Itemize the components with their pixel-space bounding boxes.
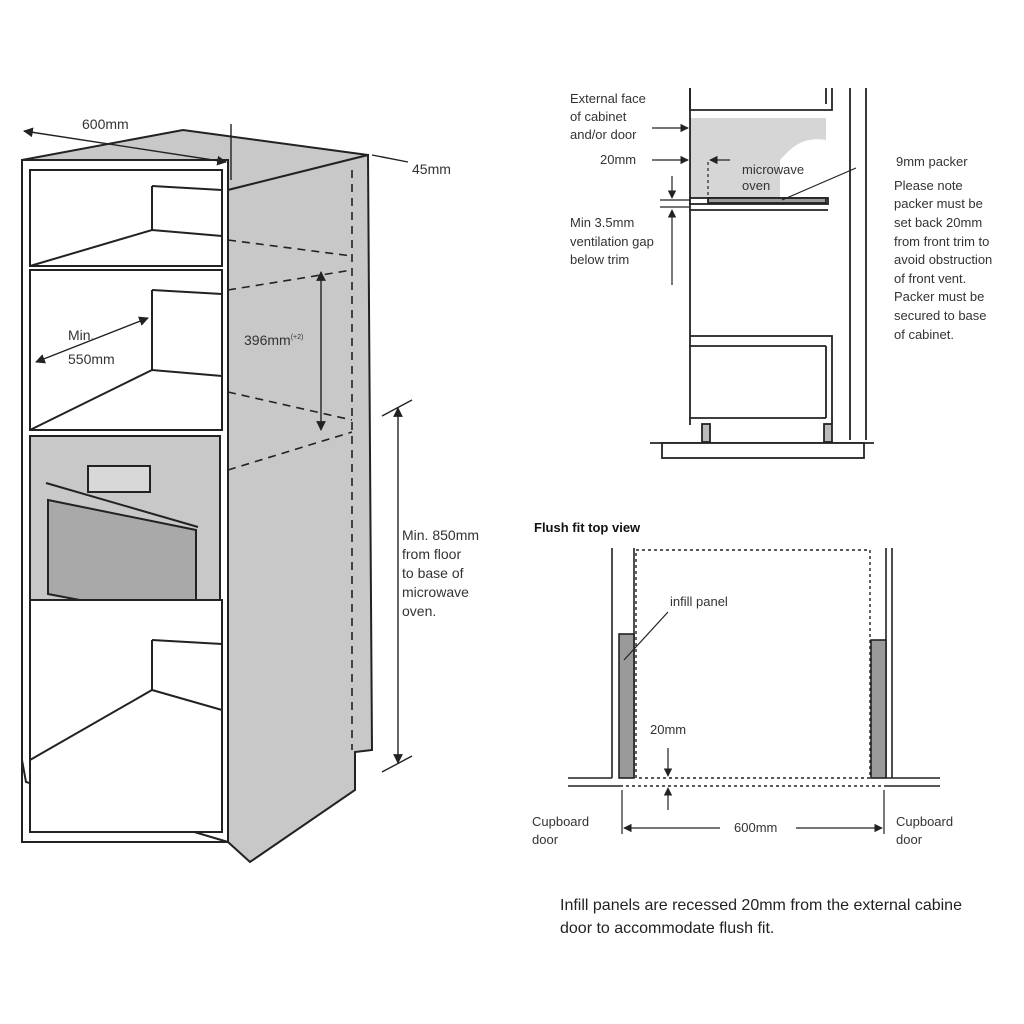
cabinet-isometric-view: [21, 128, 374, 864]
svg-text:packer must be: packer must be: [894, 196, 983, 211]
oven-control-panel: [87, 465, 151, 493]
svg-text:Min. 850mm: Min. 850mm: [402, 527, 479, 543]
svg-text:microwave: microwave: [742, 162, 804, 177]
packer-note: Please note packer must be set back 20mm…: [894, 178, 992, 342]
packer: [707, 197, 827, 204]
floor-clearance-text: Min. 850mm from floor to base of microwa…: [402, 527, 479, 619]
svg-text:oven.: oven.: [402, 603, 436, 619]
svg-text:Cupboard: Cupboard: [896, 814, 953, 829]
svg-text:microwave: microwave: [402, 584, 469, 600]
svg-text:ventilation gap: ventilation gap: [570, 234, 654, 249]
infill-panel-right: [870, 639, 887, 779]
svg-text:oven: oven: [742, 178, 770, 193]
ventilation-label: Min 3.5mm ventilation gap below trim: [570, 215, 654, 267]
svg-text:of cabinet.: of cabinet.: [894, 327, 954, 342]
svg-text:Please note: Please note: [894, 178, 963, 193]
microwave-label: microwave oven: [742, 162, 804, 193]
svg-text:Packer must be: Packer must be: [894, 289, 984, 304]
top-view: [568, 548, 940, 787]
svg-text:from floor: from floor: [402, 546, 461, 562]
svg-text:door: door: [896, 832, 923, 847]
left-door-label: Cupboard door: [532, 814, 589, 847]
upper-compartment: [29, 169, 223, 267]
appliance-outline: [635, 549, 871, 779]
svg-text:of cabinet: of cabinet: [570, 109, 627, 124]
svg-text:avoid obstruction: avoid obstruction: [894, 252, 992, 267]
svg-text:Min 3.5mm: Min 3.5mm: [570, 215, 634, 230]
min-depth-label-2: 550mm: [68, 351, 115, 367]
setback-label: 20mm: [600, 152, 636, 167]
top-view-title: Flush fit top view: [534, 520, 641, 535]
svg-text:to base of: to base of: [402, 565, 464, 581]
footer-note: Infill panels are recessed 20mm from the…: [560, 897, 962, 937]
width-arrow: [23, 127, 227, 166]
microwave-body: [690, 118, 826, 198]
top-width-label: 600mm: [734, 820, 777, 835]
microwave-cavity: [29, 269, 223, 431]
svg-text:and/or door: and/or door: [570, 127, 637, 142]
packer-label: 9mm packer: [896, 154, 968, 169]
depth-offset-arrow: [371, 154, 409, 163]
side-section-view: [650, 88, 874, 459]
svg-text:External face: External face: [570, 91, 646, 106]
cavity-dashed-outline: [227, 170, 353, 750]
cabinet-side-panel: [227, 153, 374, 864]
external-face-label: External face of cabinet and/or door: [570, 91, 646, 142]
width-label: 600mm: [82, 116, 129, 132]
svg-text:secured to base: secured to base: [894, 308, 987, 323]
lower-compartment: [29, 599, 223, 833]
depth-offset-label: 45mm: [412, 161, 451, 177]
svg-text:below trim: below trim: [570, 252, 629, 267]
svg-text:Infill panels are recessed 20m: Infill panels are recessed 20mm from the…: [560, 897, 962, 914]
svg-text:from front trim to: from front trim to: [894, 234, 989, 249]
infill-panel-label: infill panel: [670, 594, 728, 609]
svg-text:of front vent.: of front vent.: [894, 271, 966, 286]
cavity-height-label: 396mm(+2): [244, 332, 303, 348]
svg-text:Cupboard: Cupboard: [532, 814, 589, 829]
right-door-label: Cupboard door: [896, 814, 953, 847]
svg-text:door: door: [532, 832, 559, 847]
min-depth-label-1: Min.: [68, 327, 94, 343]
min-depth-arrow: [35, 316, 149, 364]
svg-text:set back 20mm: set back 20mm: [894, 215, 982, 230]
svg-text:door to accommodate flush fit.: door to accommodate flush fit.: [560, 920, 774, 937]
recess-label: 20mm: [650, 722, 686, 737]
infill-panel-left: [618, 633, 635, 779]
